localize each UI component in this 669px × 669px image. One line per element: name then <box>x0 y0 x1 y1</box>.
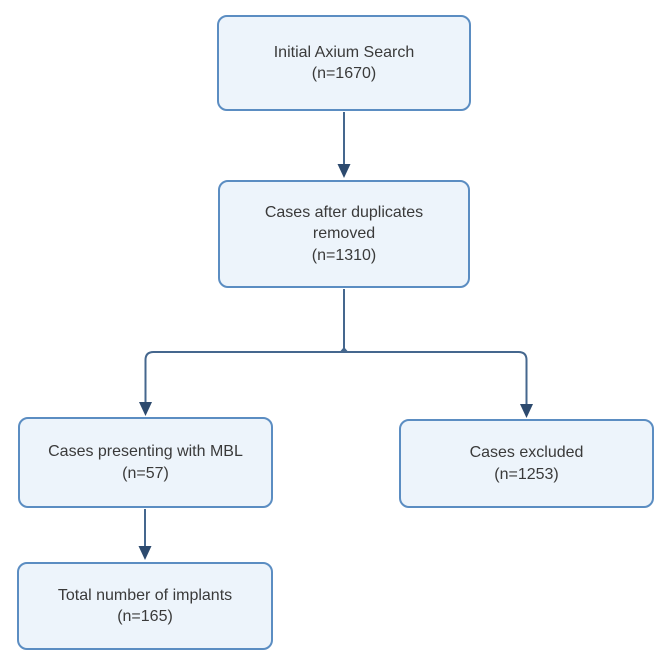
node-label: Total number of implants (n=165) <box>57 586 233 625</box>
connector-mbl-to-total <box>138 509 152 560</box>
node-mbl-cases: Cases presenting with MBL (n=57) <box>18 417 273 508</box>
node-label: Initial Axium Search (n=1670) <box>273 43 415 82</box>
node-after-duplicates: Cases after duplicates removed (n=1310) <box>218 180 470 288</box>
connector-duplicates-branch-stem <box>339 289 349 353</box>
node-cases-excluded: Cases excluded (n=1253) <box>399 419 654 508</box>
node-label: Cases presenting with MBL (n=57) <box>48 443 243 482</box>
node-initial-search: Initial Axium Search (n=1670) <box>217 15 471 111</box>
connector-duplicates-to-excluded <box>344 351 533 418</box>
node-total-implants: Total number of implants (n=165) <box>17 562 273 650</box>
connector-duplicates-to-mbl <box>139 351 344 416</box>
node-label: Cases after duplicates removed (n=1310) <box>264 204 424 264</box>
node-label: Cases excluded (n=1253) <box>469 444 584 483</box>
connector-initial-to-duplicates <box>337 112 351 178</box>
